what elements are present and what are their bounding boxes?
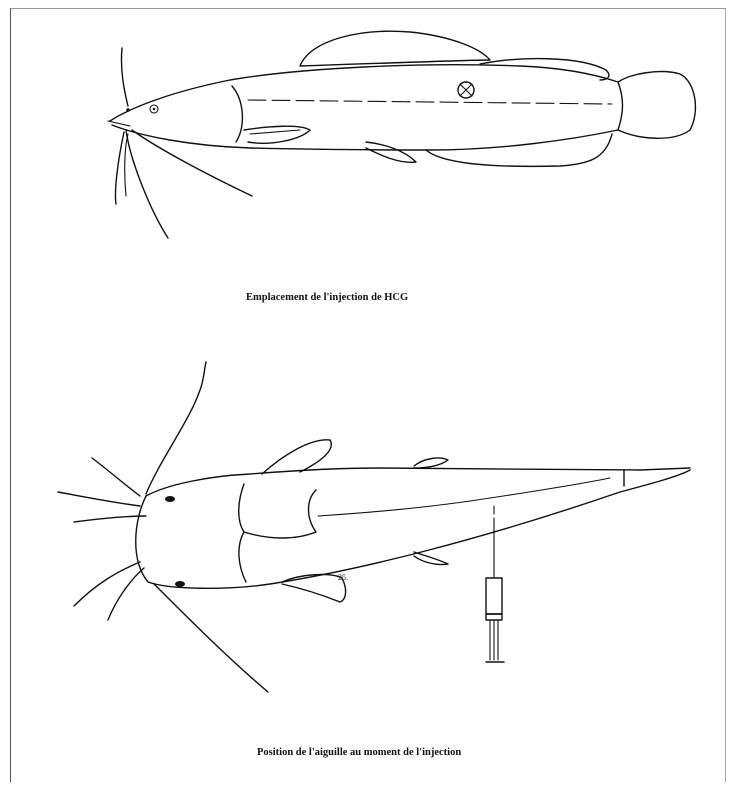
barbel xyxy=(92,458,140,496)
second-dorsal-fin xyxy=(480,59,609,80)
dorsal-fish: 25. xyxy=(58,362,690,692)
fin-lower xyxy=(282,575,346,602)
pelvic-fin xyxy=(366,142,416,162)
barbel xyxy=(154,584,268,692)
operculum xyxy=(232,86,242,142)
barbel xyxy=(115,132,124,204)
eye xyxy=(165,496,175,502)
dorsal-fin xyxy=(300,31,490,66)
barbel xyxy=(125,134,128,196)
eye xyxy=(175,581,185,587)
caption-top: Emplacement de l'injection de HCG xyxy=(246,292,408,303)
barbel xyxy=(126,130,168,238)
caption-bottom: Position de l'aiguille au moment de l'in… xyxy=(257,747,461,758)
midline xyxy=(318,498,490,516)
lateral-fish xyxy=(108,31,695,238)
lateral-line xyxy=(248,100,612,104)
barbel xyxy=(74,516,146,522)
body-top xyxy=(110,65,618,121)
barbel xyxy=(132,130,252,196)
barbel xyxy=(121,48,128,106)
fin-annotation: 25. xyxy=(338,573,348,582)
fin-lower-small xyxy=(414,552,448,565)
fin-upper-small xyxy=(414,458,448,468)
pectoral-fin xyxy=(244,126,310,143)
barbel xyxy=(74,562,140,606)
body-bottom xyxy=(112,125,618,150)
barbel xyxy=(146,362,206,494)
caudal-fin xyxy=(618,72,695,139)
head xyxy=(146,468,690,496)
barbel xyxy=(58,492,140,506)
circle-cross-icon xyxy=(458,82,474,98)
